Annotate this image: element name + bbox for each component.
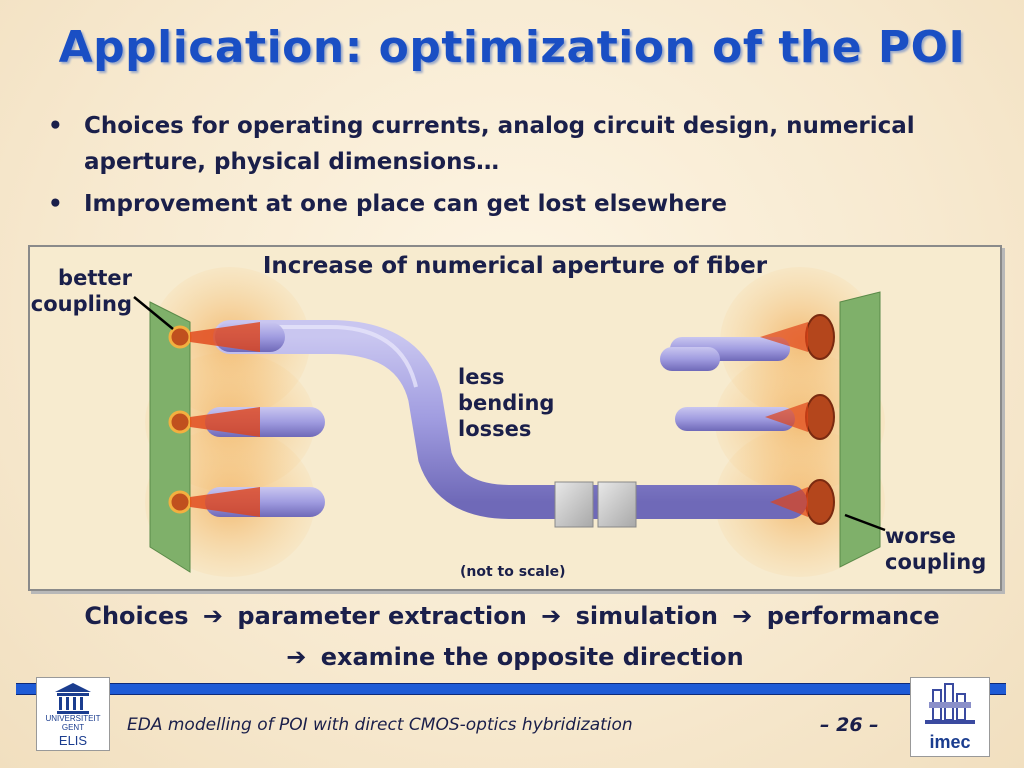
- emitter: [168, 410, 192, 434]
- detector: [805, 394, 835, 440]
- label-less-bending-losses: less bending losses: [458, 365, 555, 441]
- bullet-text: Improvement at one place can get lost el…: [84, 191, 727, 217]
- label-worse-coupling: worse coupling: [885, 524, 987, 574]
- bullet-glyph: •: [48, 113, 63, 139]
- ugent-logo: UNIVERSITEIT GENT ELIS: [36, 677, 110, 751]
- callout-line: [844, 513, 886, 532]
- bullet-list: • Choices for operating currents, analog…: [48, 108, 948, 228]
- emitter: [168, 490, 192, 514]
- page-number: – 26 –: [820, 714, 879, 736]
- arrow-right-icon: ➔: [202, 602, 224, 630]
- detector: [805, 479, 835, 525]
- fiber-stub: [675, 407, 795, 431]
- building-icon: [55, 683, 91, 714]
- detector: [805, 314, 835, 360]
- figure-title: Increase of numerical aperture of fiber: [262, 253, 768, 279]
- arrow-right-icon: ➔: [732, 602, 753, 630]
- bullet-item: • Improvement at one place can get lost …: [48, 186, 948, 222]
- connector-block: [554, 481, 594, 528]
- callout-line: [133, 296, 174, 330]
- label-better-coupling: better coupling: [30, 266, 132, 316]
- flow-line-2: ➔ examine the opposite direction: [0, 643, 1024, 671]
- arrow-right-icon: ➔: [541, 602, 562, 630]
- not-to-scale-note: (not to scale): [460, 564, 566, 580]
- emitter: [168, 325, 192, 349]
- flow-line-1: Choices ➔ parameter extraction ➔ simulat…: [84, 602, 940, 630]
- right-board: [839, 291, 881, 568]
- poi-illustration: [133, 267, 886, 577]
- figure-panel: Increase of numerical aperture of fiber …: [28, 245, 1002, 591]
- bullet-glyph: •: [48, 191, 63, 217]
- arrow-right-icon: ➔: [286, 643, 307, 671]
- bullet-text: Choices for operating currents, analog c…: [84, 113, 915, 175]
- imec-mark-icon: [925, 683, 975, 724]
- fiber-stub: [660, 347, 720, 371]
- footer-text: EDA modelling of POI with direct CMOS-op…: [127, 715, 633, 735]
- connector-block: [597, 481, 637, 528]
- fiber-bend: [213, 320, 807, 519]
- imec-logo: imec: [910, 677, 990, 757]
- bullet-item: • Choices for operating currents, analog…: [48, 108, 948, 180]
- slide-title: Application: optimization of the POI: [58, 22, 966, 73]
- footer-bar: [16, 683, 1006, 695]
